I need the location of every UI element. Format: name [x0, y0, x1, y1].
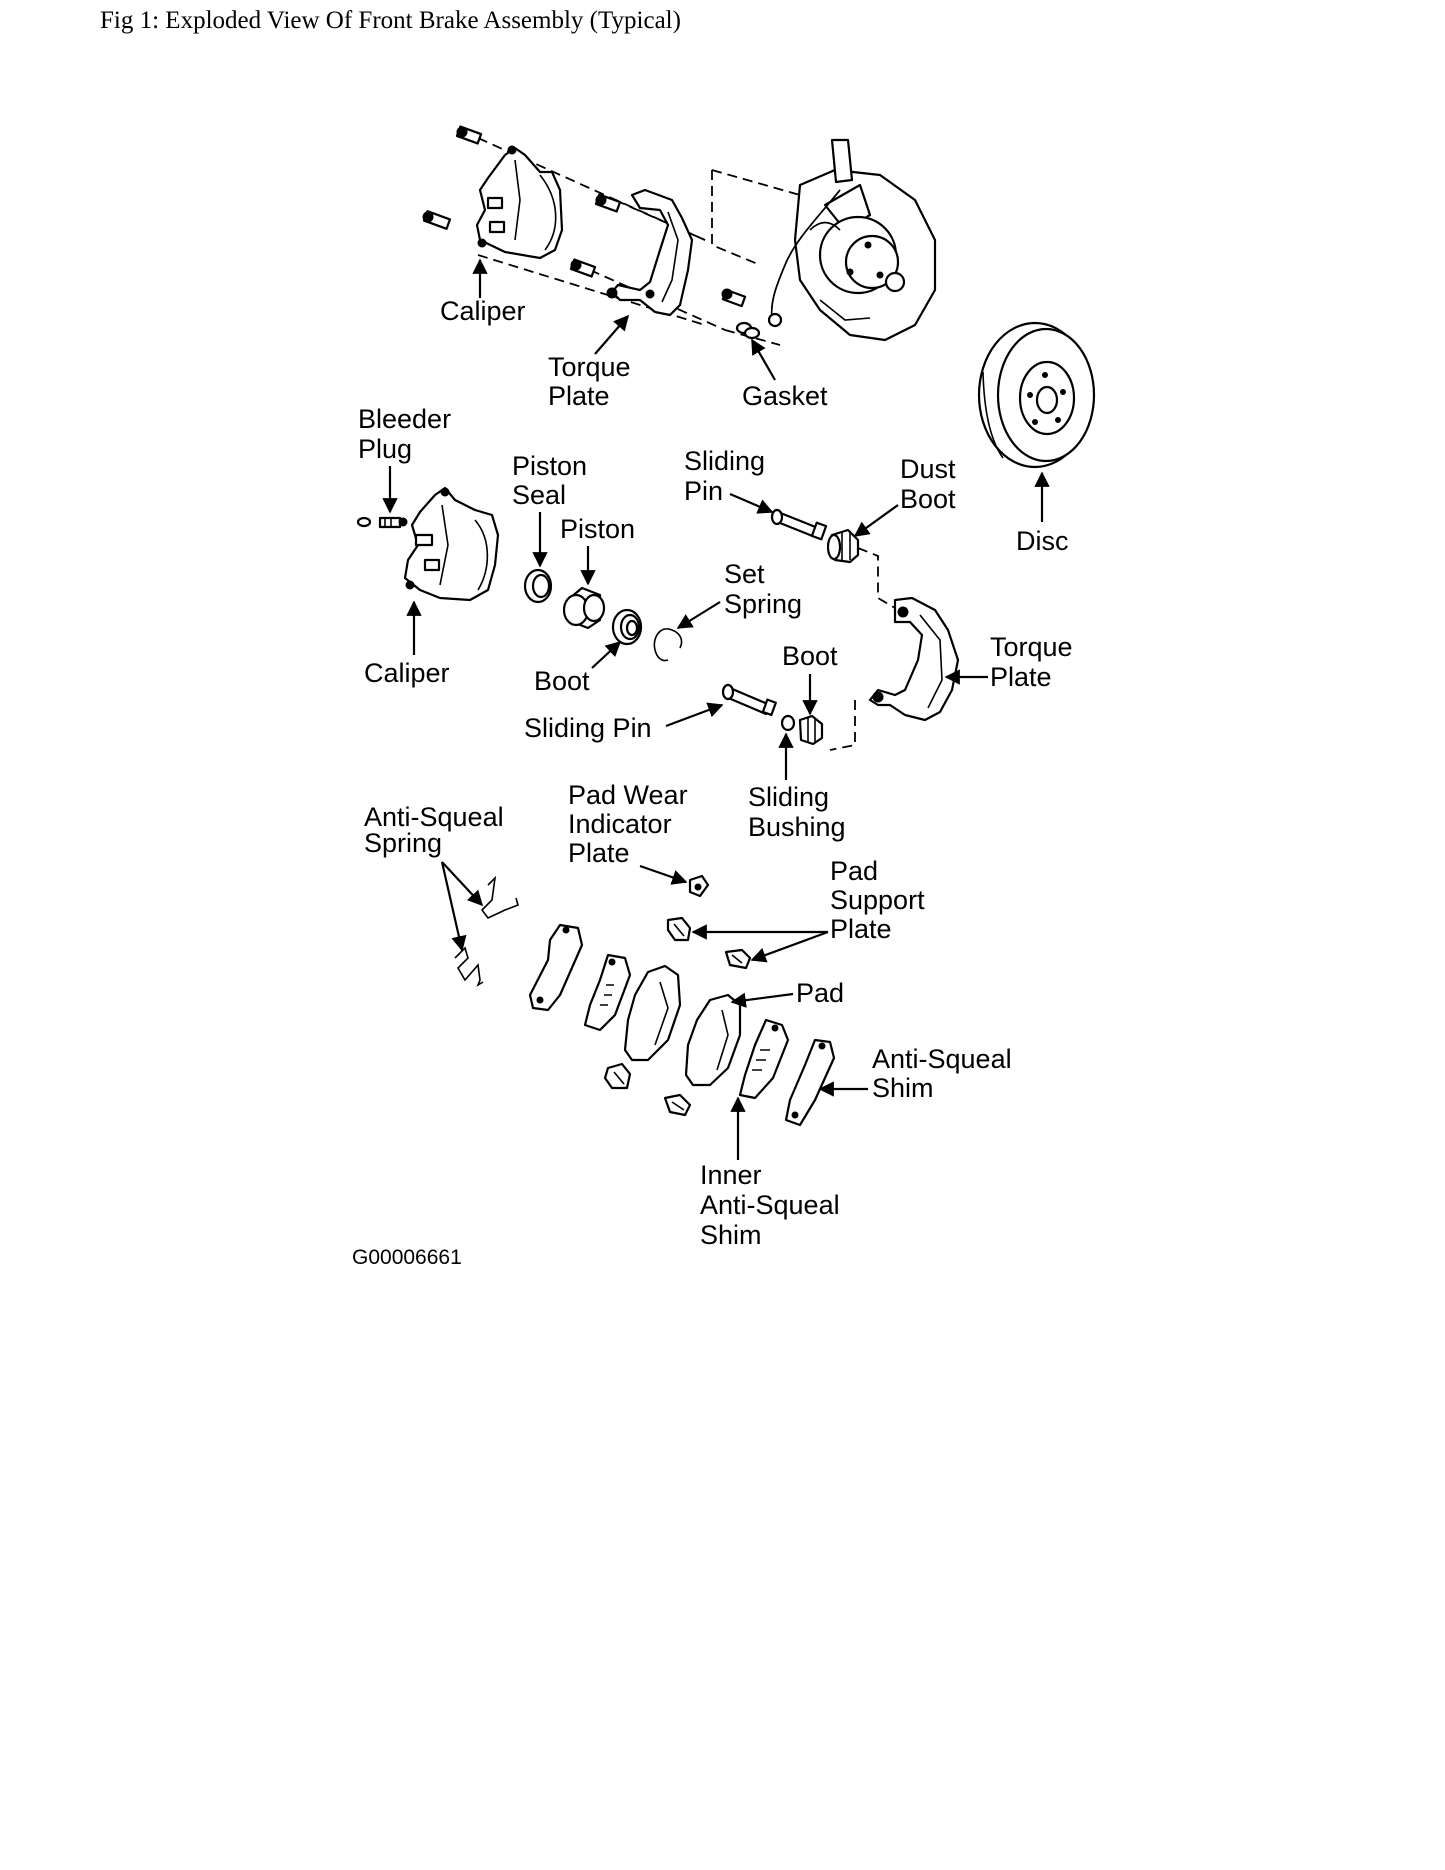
dust-boot-part [826, 528, 860, 564]
brake-hose [767, 189, 841, 328]
set-spring-part [653, 628, 683, 662]
figure-title: Fig 1: Exploded View Of Front Brake Asse… [100, 7, 681, 34]
boot-right-part [798, 714, 824, 746]
middle-assembly-group: Bleeder Plug Piston Seal Piston Sliding … [356, 404, 1073, 842]
label-sliding-pin-top-line1: Sliding [684, 446, 765, 476]
torque-plate-mid-part [868, 596, 960, 722]
label-piston-seal-line2: Seal [512, 480, 566, 510]
pad-support-plate-middle [724, 948, 752, 970]
inner-anti-squeal-shim-left [583, 953, 632, 1032]
label-torque-plate-top-line1: Torque [548, 352, 631, 382]
label-boot-right: Boot [782, 641, 838, 671]
top-assembly-group: Caliper Torque Plate Gasket [422, 125, 937, 411]
label-caliper-top: Caliper [440, 296, 526, 326]
label-boot-left: Boot [534, 666, 590, 696]
steering-knuckle-hub [793, 138, 937, 342]
union-bolt [721, 288, 747, 308]
label-anti-squeal-shim-line2: Shim [872, 1073, 934, 1103]
label-sliding-pin-top-line2: Pin [684, 476, 723, 506]
label-set-spring-line2: Spring [724, 589, 802, 619]
pad-right [684, 993, 742, 1087]
label-gasket: Gasket [742, 381, 828, 411]
caliper-mid-part [403, 486, 500, 602]
label-sliding-pin-bottom: Sliding Pin [524, 713, 652, 743]
bleeder-plug-part [356, 516, 408, 529]
label-pad-wear-indicator-line2: Indicator [568, 809, 672, 839]
sliding-bushing-part [780, 714, 796, 732]
sliding-pin-top-part [770, 508, 828, 541]
label-inner-anti-squeal-shim-line1: Inner [700, 1160, 762, 1190]
label-sliding-bushing-line2: Bushing [748, 812, 846, 842]
label-dust-boot-line1: Dust [900, 454, 956, 484]
anti-squeal-spring-upper [480, 875, 519, 920]
label-set-spring-line1: Set [724, 559, 765, 589]
disc-group: Disc [977, 321, 1096, 556]
torque-plate-bolt-upper [594, 193, 622, 213]
label-pad-wear-indicator-line1: Pad Wear [568, 780, 688, 810]
image-code: G00006661 [352, 1246, 462, 1269]
label-caliper-mid: Caliper [364, 658, 450, 688]
label-bleeder-plug-line1: Bleeder [358, 404, 451, 434]
boot-piston-part [611, 608, 643, 646]
anti-squeal-spring-lower [454, 946, 484, 987]
label-anti-squeal-spring-line1: Anti-Squeal [364, 802, 504, 832]
label-pad-support-plate-line3: Plate [830, 914, 892, 944]
pad-left [623, 964, 682, 1062]
label-torque-plate-mid-line2: Plate [990, 662, 1052, 692]
piston-part [562, 586, 606, 630]
inner-anti-squeal-shim-right [738, 1018, 790, 1100]
label-sliding-bushing-line1: Sliding [748, 782, 829, 812]
label-piston-seal-line1: Piston [512, 451, 587, 481]
label-pad: Pad [796, 978, 844, 1008]
label-inner-anti-squeal-shim-line2: Anti-Squeal [700, 1190, 840, 1220]
label-anti-squeal-shim-line1: Anti-Squeal [872, 1044, 1012, 1074]
sliding-pin-bottom-part [721, 683, 777, 717]
caliper-bolt-upper [455, 125, 483, 145]
outer-anti-squeal-shim-left [528, 923, 584, 1012]
pad-support-plate-upper [666, 916, 692, 942]
label-inner-anti-squeal-shim-line3: Shim [700, 1220, 762, 1250]
caliper-bolt-lower [422, 210, 452, 230]
caliper-top-part [475, 145, 564, 260]
pad-support-plate-lower-left [603, 1062, 632, 1090]
pad-support-plate-lower-right [663, 1093, 692, 1117]
label-pad-wear-indicator-line3: Plate [568, 838, 630, 868]
label-torque-plate-top-line2: Plate [548, 381, 610, 411]
label-bleeder-plug-line2: Plug [358, 434, 412, 464]
torque-plate-top-part [606, 188, 694, 317]
torque-plate-bolt-lower [569, 258, 597, 278]
label-pad-support-plate-line1: Pad [830, 856, 878, 886]
label-dust-boot-line2: Boot [900, 484, 956, 514]
pad-wear-indicator-plate-part [688, 874, 710, 898]
bottom-assembly-group: Anti-Squeal Spring Pad Wear Indicator Pl… [364, 780, 1012, 1250]
gasket-part [735, 321, 761, 340]
label-torque-plate-mid-line1: Torque [990, 632, 1073, 662]
piston-seal-part [523, 568, 553, 604]
label-disc: Disc [1016, 526, 1069, 556]
outer-anti-squeal-shim-right [784, 1038, 836, 1127]
label-anti-squeal-spring-line2: Spring [364, 828, 442, 858]
label-piston: Piston [560, 514, 635, 544]
label-pad-support-plate-line2: Support [830, 885, 925, 915]
